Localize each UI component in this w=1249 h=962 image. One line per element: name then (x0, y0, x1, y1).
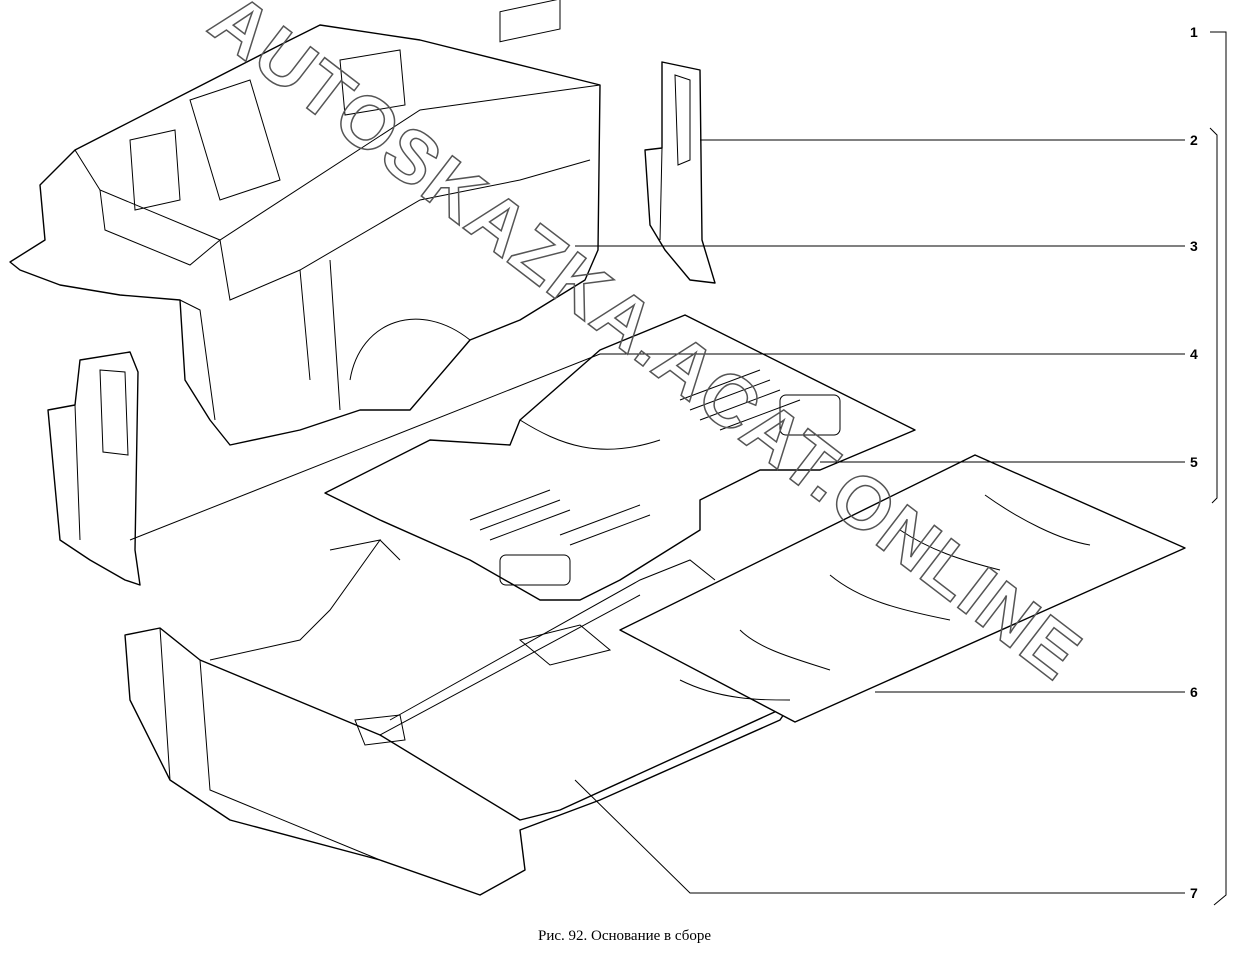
underbody-frame (124, 539, 791, 896)
rear-floor-panel (619, 454, 1186, 723)
callout-7: 7 (1190, 885, 1198, 901)
right-pillar (644, 61, 716, 284)
leader-lines (129, 139, 1185, 894)
callout-2: 2 (1190, 132, 1198, 148)
left-pillar (47, 351, 141, 586)
callout-4: 4 (1190, 346, 1198, 362)
callout-6: 6 (1190, 684, 1198, 700)
callout-3: 3 (1190, 238, 1198, 254)
front-body-section (9, 0, 601, 446)
bracket-2 (1209, 127, 1218, 504)
front-floor-panel (324, 314, 916, 601)
bracket-1 (1210, 31, 1227, 906)
callout-5: 5 (1190, 454, 1198, 470)
callout-1: 1 (1190, 24, 1198, 40)
figure-caption: Рис. 92. Основание в сборе (537, 928, 711, 944)
